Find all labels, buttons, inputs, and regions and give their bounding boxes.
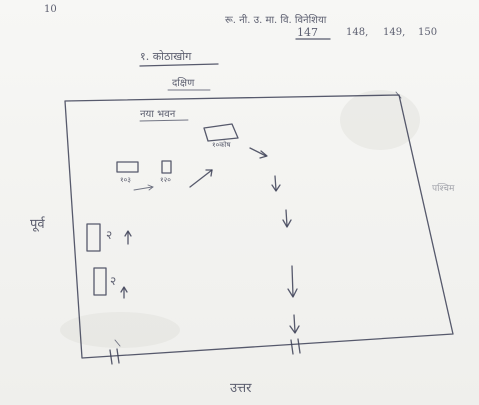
arrow-3-head	[282, 219, 292, 228]
arrow-3	[285, 209, 288, 227]
room-label-4: २	[106, 228, 113, 242]
header-number-3: 149,	[383, 27, 406, 38]
room-label-5: २	[110, 274, 117, 288]
heading-underline	[139, 63, 219, 67]
gate-mark-left-arrow	[114, 339, 121, 347]
arrow-small	[133, 186, 153, 191]
header-number-2: 148,	[346, 27, 369, 38]
arrow-1	[249, 147, 267, 157]
arrow-2-head	[271, 184, 281, 192]
header-line: रू. नी. उ. मा. वि. विनेशिया	[225, 15, 327, 26]
direction-east: पूर्व	[30, 217, 45, 232]
arrow-5	[293, 314, 296, 333]
room-label-1: १०कोष	[212, 141, 231, 149]
direction-north: उत्तर	[230, 381, 252, 396]
arrow-2	[274, 175, 277, 191]
room-box-4	[86, 223, 101, 252]
arrow-diagonal	[189, 169, 213, 188]
arrow-up-1-head	[124, 230, 132, 237]
arrow-up-2-head	[120, 286, 128, 293]
sketch-heading: १. कोठाखोग	[140, 50, 192, 63]
room-box-1	[203, 123, 239, 142]
inner-title-underline	[139, 119, 189, 122]
plot-outline	[64, 94, 454, 359]
gate-mark-right	[290, 338, 301, 355]
corner-tick	[395, 91, 402, 99]
page-number: 10	[44, 4, 57, 15]
header-number-4: 150	[418, 27, 438, 38]
arrow-5-head	[289, 325, 300, 334]
room-box-3	[161, 160, 172, 174]
arrow-diagonal-head	[205, 169, 213, 177]
room-label-2: १०३	[120, 176, 131, 184]
header-number-1: 147	[297, 26, 318, 39]
direction-west: पश्चिम	[432, 184, 455, 194]
arrow-4	[291, 265, 294, 297]
room-label-3: १२०	[160, 176, 171, 184]
arrow-1-head	[259, 150, 268, 159]
gate-mark-left	[109, 348, 120, 365]
arrow-small-head	[147, 184, 154, 191]
room-box-2	[116, 161, 139, 173]
arrow-4-head	[287, 288, 298, 298]
sketch-subheading: दक्षिण	[172, 78, 195, 89]
room-box-5	[93, 267, 107, 296]
inner-title: नया भवन	[140, 109, 176, 120]
